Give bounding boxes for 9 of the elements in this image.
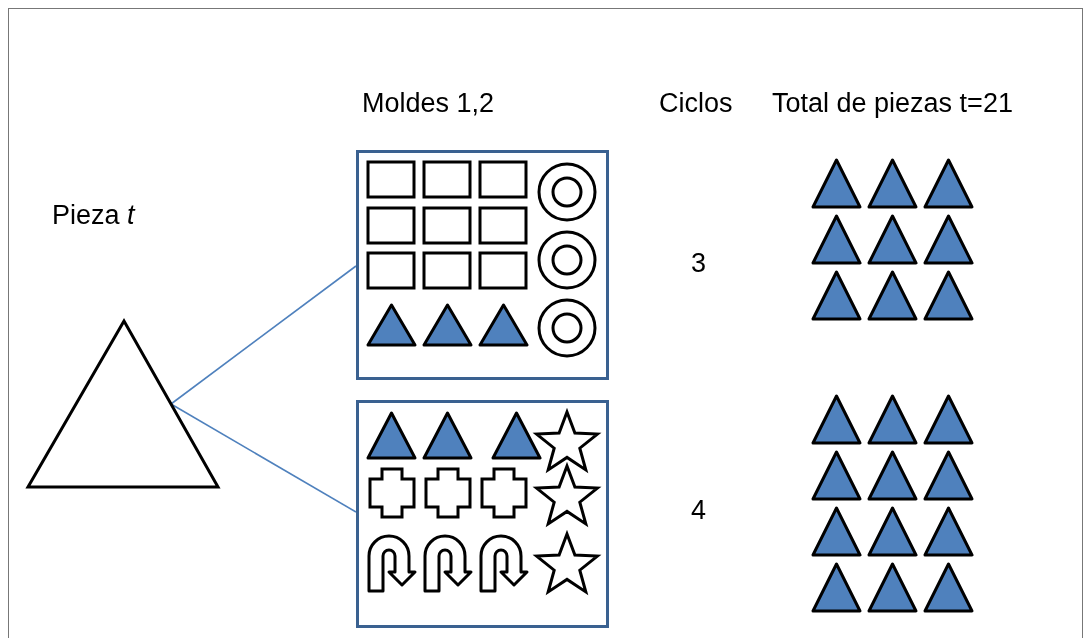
cycle-count: 3	[691, 250, 707, 277]
mold-box	[356, 400, 609, 628]
mold-box	[356, 150, 609, 380]
cycle-count: 4	[691, 497, 707, 524]
piece-label: Pieza t	[52, 202, 135, 229]
connector-line	[170, 265, 357, 405]
column-heading: Ciclos	[659, 90, 733, 117]
column-heading: Total de piezas t=21	[772, 90, 1013, 117]
column-heading: Moldes 1,2	[362, 90, 495, 117]
